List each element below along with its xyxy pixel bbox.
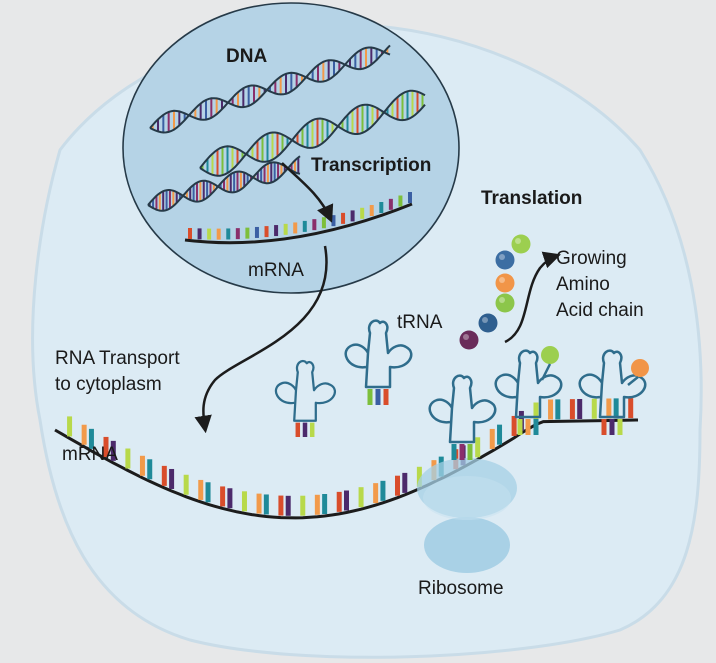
amino-acid-bead-icon [478,313,498,333]
rna-transport-arrow [194,245,328,434]
dna-backbone [149,44,391,129]
amino-acid-highlight [515,238,521,244]
amino-acid-highlight [482,317,488,323]
ribosome-icon [417,458,517,573]
trna-group [274,319,649,460]
transcription-arrow [281,162,334,223]
trna-body [578,349,647,419]
trna-icon [494,349,563,435]
dna-backbone [147,161,301,212]
nucleus [122,2,460,294]
trna-label: tRNA [397,312,443,333]
growing-chain-label-line1: Growing [556,248,627,269]
amino-acid-bead-icon [541,346,559,364]
amino-acid-highlight [463,334,469,340]
amino-acid-bead-icon [495,250,515,270]
growing-amino-acid-chain [459,234,531,350]
mrna-backbone [184,202,413,245]
trna-body [428,374,497,444]
rna-transport-label-line1: RNA Transport [55,348,180,369]
amino-acid-highlight [499,254,505,260]
trna-body [274,359,336,422]
nucleus-mrna-label: mRNA [248,260,304,281]
trna-icon [428,374,497,460]
trna-body [494,349,563,419]
growing-chain-label-line2: Amino [556,274,610,295]
mrna-backbone [54,418,639,520]
trna-arm [627,376,639,386]
dna-backbone [199,103,426,177]
trna-arm [540,363,552,381]
dna-backbone [199,89,426,169]
ribosome-label: Ribosome [418,578,504,599]
cytoplasm-mrna-label: mRNA [62,444,118,465]
trna-body [344,319,413,389]
trna-icon [578,349,647,435]
amino-acid-highlight [499,277,505,283]
amino-acid-bead-icon [495,293,515,313]
amino-acid-bead-icon [495,273,515,293]
growing-chain-label-line3: Acid chain [556,300,644,321]
dna-backbone [147,155,301,206]
trna-icon [344,319,413,405]
amino-acid-highlight [499,297,505,303]
dna-label: DNA [226,46,268,67]
translation-label: Translation [481,188,583,209]
rna-transport-label-line2: to cytoplasm [55,374,162,395]
transcription-label: Transcription [311,155,432,176]
nucleus-mrna-strand [184,192,413,245]
growing-chain-arrow [504,251,561,344]
dna-backbone [149,46,391,134]
amino-acid-bead-icon [459,330,479,350]
trna-icon [274,359,336,438]
amino-acid-bead-icon [631,359,649,377]
amino-acid-bead-icon [511,234,531,254]
